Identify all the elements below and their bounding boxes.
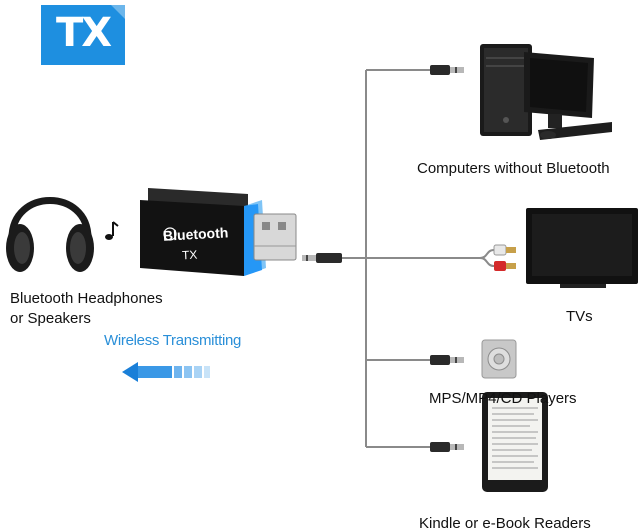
players-label: MPS/MP4/CD Players — [429, 390, 577, 407]
wireless-arrow-icon — [122, 362, 210, 382]
logo-text: TX — [55, 10, 112, 56]
music-note-icon — [105, 221, 119, 240]
plug-computer — [430, 65, 464, 75]
reader-image — [482, 392, 548, 492]
logo-badge-shape — [39, 2, 128, 67]
headphones-label-line1: Bluetooth Headphones — [10, 290, 163, 307]
wireless-transmitting-label: Wireless Transmitting — [104, 332, 242, 349]
tv-image — [526, 208, 638, 288]
transmitter-image — [140, 188, 297, 276]
player-image — [481, 339, 517, 379]
tx-logo: TX — [38, 2, 128, 68]
computers-label: Computers without Bluetooth — [417, 160, 610, 177]
plug-device — [302, 253, 342, 263]
plug-reader — [430, 442, 464, 452]
headphones-label-line2: or Speakers — [10, 310, 91, 327]
rca-plugs — [479, 244, 516, 271]
headphones-image — [6, 197, 94, 272]
device-model-label: TX — [181, 247, 198, 263]
tvs-label: TVs — [566, 308, 593, 325]
readers-label: Kindle or e-Book Readers — [419, 515, 591, 532]
plug-player — [430, 355, 464, 365]
device-brand-label: Bluetooth — [162, 224, 229, 244]
computer-image — [480, 44, 612, 140]
cable-network — [340, 69, 480, 448]
